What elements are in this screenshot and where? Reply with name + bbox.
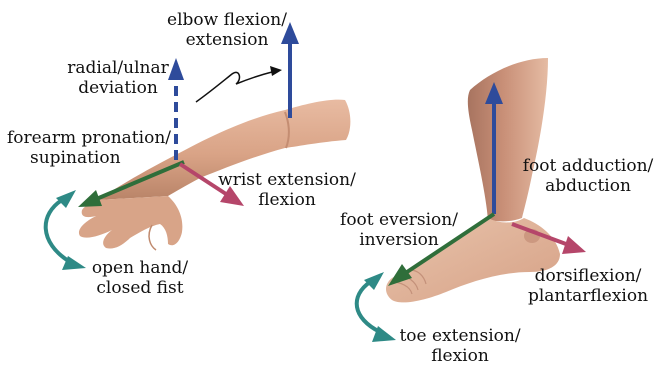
label-open-hand: open hand/ closed fist: [80, 258, 200, 298]
hand-curve-arrow: [46, 200, 70, 262]
leg-shape: [468, 58, 548, 221]
hand-curve-head-top: [56, 190, 76, 208]
label-elbow-flexion: elbow flexion/ extension: [152, 10, 302, 50]
label-foot-eversion: foot eversion/ inversion: [334, 210, 464, 250]
label-wrist-extension: wrist extension/ flexion: [212, 170, 362, 210]
squiggle-arrowhead: [270, 66, 282, 76]
label-dorsiflexion: dorsiflexion/ plantarflexion: [522, 266, 654, 306]
dorsiflexion-arrowhead: [562, 236, 586, 254]
label-forearm-pronation: forearm pronation/ supination: [4, 128, 174, 168]
squiggle-pointer: [196, 72, 272, 102]
toe-curve-head-top: [364, 272, 384, 290]
label-foot-adduction: foot adduction/ abduction: [522, 156, 654, 196]
label-toe-extension: toe extension/ flexion: [396, 326, 524, 366]
label-radial-ulnar: radial/ulnar deviation: [58, 58, 178, 98]
toe-curve-arrow: [357, 282, 380, 332]
forearm-arrowhead: [78, 190, 102, 207]
